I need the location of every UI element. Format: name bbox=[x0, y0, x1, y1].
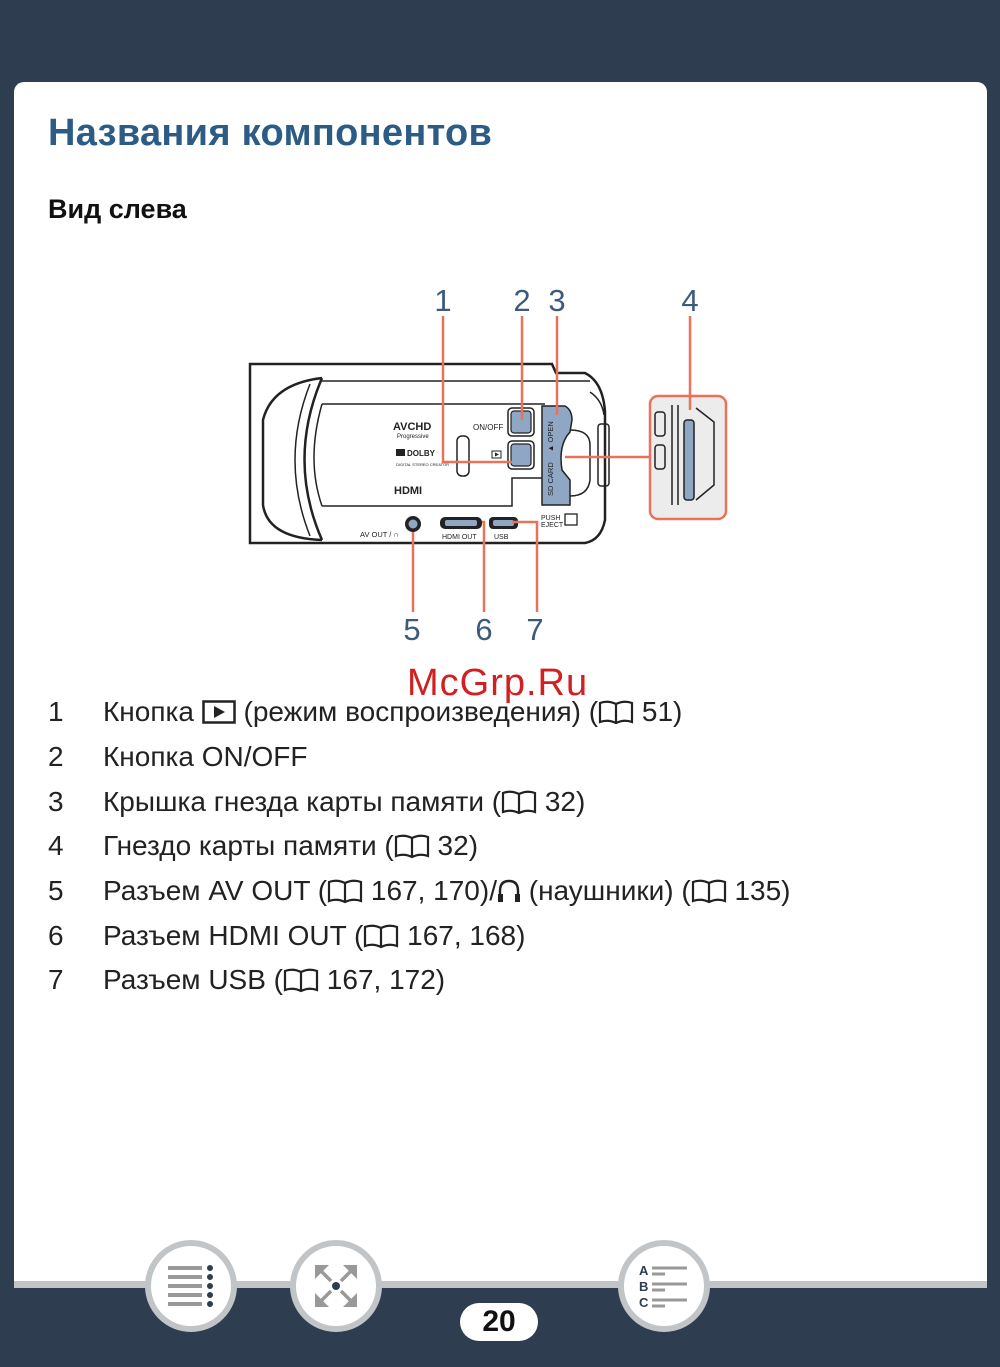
sd-slot-inset bbox=[648, 394, 728, 521]
list-item: 6 Разъем HDMI OUT ( 167, 168) bbox=[48, 913, 791, 958]
svg-text:A: A bbox=[639, 1263, 649, 1278]
sd-card-slot bbox=[683, 419, 695, 501]
camera-left-view-diagram: AVCHD Progressive DOLBY DIGITAL STEREO C… bbox=[248, 283, 728, 647]
book-icon[interactable] bbox=[501, 789, 537, 815]
page-card bbox=[14, 82, 987, 1288]
list-item: 5 Разъем AV OUT ( 167, 170)/ (наушники) … bbox=[48, 869, 791, 914]
page-reference[interactable]: 167, 172) bbox=[319, 964, 446, 996]
page-reference[interactable]: 51) bbox=[634, 696, 683, 728]
item-text: Разъем USB ( bbox=[103, 964, 284, 996]
av-out-jack-inner bbox=[408, 519, 418, 529]
svg-text:B: B bbox=[639, 1279, 648, 1294]
expand-arrows-icon bbox=[315, 1265, 357, 1307]
play-glyph bbox=[495, 452, 499, 457]
dolby-logo-mark bbox=[396, 449, 405, 456]
av-out-label: AV OUT / ∩ bbox=[360, 530, 399, 539]
item-text: Разъем HDMI OUT ( bbox=[103, 919, 364, 951]
sd-card-label: SD CARD bbox=[546, 462, 555, 496]
play-button-frame bbox=[507, 440, 535, 470]
dolby-sub-label: DIGITAL STEREO CREATOR bbox=[396, 462, 449, 467]
callout-3: 3 bbox=[548, 283, 565, 318]
callout-5: 5 bbox=[403, 612, 420, 647]
list-item: 4 Гнездо карты памяти ( 32) bbox=[48, 824, 791, 869]
callout-2: 2 bbox=[513, 283, 530, 318]
hdmi-out-label: HDMI OUT bbox=[442, 534, 477, 541]
hdmi-port-inner bbox=[445, 520, 477, 526]
usb-port-inner bbox=[493, 520, 514, 526]
item-number: 4 bbox=[48, 830, 64, 862]
play-mark bbox=[491, 450, 502, 459]
section-subtitle: Вид слева bbox=[48, 194, 187, 224]
book-icon[interactable] bbox=[327, 878, 363, 904]
page-reference[interactable]: 167, 170)/ bbox=[363, 875, 497, 907]
page-number: 20 bbox=[460, 1303, 538, 1341]
play-button bbox=[510, 443, 532, 467]
headphones-icon bbox=[497, 879, 520, 903]
item-number: 3 bbox=[48, 785, 64, 817]
page-title: Названия компонентов bbox=[48, 112, 493, 154]
page-reference[interactable]: 135) bbox=[726, 875, 791, 907]
parts-index-button[interactable] bbox=[290, 1240, 382, 1332]
dolby-logo: DOLBY bbox=[407, 449, 436, 458]
progressive-label: Progressive bbox=[397, 434, 429, 440]
component-list: 1 Кнопка (режим воспроизведения) ( 51) 2… bbox=[48, 690, 791, 1003]
avchd-logo: AVCHD bbox=[393, 421, 431, 433]
book-icon[interactable] bbox=[598, 699, 634, 725]
item-text: (режим воспроизведения) ( bbox=[235, 696, 599, 728]
list-icon bbox=[168, 1265, 213, 1307]
play-button-icon bbox=[201, 700, 236, 725]
camera-body bbox=[248, 362, 610, 545]
callout-1: 1 bbox=[434, 283, 451, 318]
list-item: 1 Кнопка (режим воспроизведения) ( 51) bbox=[48, 690, 791, 735]
item-number: 5 bbox=[48, 875, 64, 907]
page-reference[interactable]: 32) bbox=[429, 830, 479, 862]
item-number: 7 bbox=[48, 964, 64, 996]
usb-label: USB bbox=[494, 534, 509, 541]
push-label: PUSH bbox=[541, 515, 560, 522]
book-icon[interactable] bbox=[394, 833, 430, 859]
list-item: 3 Крышка гнезда карты памяти ( 32) bbox=[48, 779, 791, 824]
book-icon[interactable] bbox=[363, 923, 399, 949]
abc-index-icon: ABC bbox=[639, 1263, 687, 1309]
leader-lines bbox=[411, 316, 692, 612]
hdmi-logo: HDMI bbox=[394, 485, 422, 497]
page-reference[interactable]: 32) bbox=[537, 785, 586, 817]
open-label: ▲ OPEN bbox=[546, 421, 555, 452]
item-text: Кнопка bbox=[103, 696, 202, 728]
list-item: 2 Кнопка ON/OFF bbox=[48, 735, 791, 780]
svg-text:C: C bbox=[639, 1295, 649, 1309]
item-text: Разъем AV OUT ( bbox=[103, 875, 328, 907]
item-number: 2 bbox=[48, 741, 64, 773]
callout-6: 6 bbox=[475, 612, 492, 647]
eject-label: EJECT bbox=[541, 522, 564, 529]
book-icon[interactable] bbox=[691, 878, 727, 904]
item-text: Кнопка ON/OFF bbox=[103, 741, 308, 773]
sd-card-cover bbox=[541, 405, 573, 506]
bottom-divider bbox=[14, 1281, 987, 1288]
on-off-label: ON/OFF bbox=[473, 423, 503, 432]
item-text: Гнездо карты памяти ( bbox=[103, 830, 394, 862]
eject-icon bbox=[564, 513, 578, 526]
page-reference[interactable]: 167, 168) bbox=[399, 919, 526, 951]
item-text: (наушники) ( bbox=[520, 875, 691, 907]
item-number: 6 bbox=[48, 919, 64, 951]
item-text: Крышка гнезда карты памяти ( bbox=[103, 785, 502, 817]
book-icon[interactable] bbox=[283, 967, 319, 993]
list-item: 7 Разъем USB ( 167, 172) bbox=[48, 958, 791, 1003]
item-number: 1 bbox=[48, 696, 64, 728]
callout-7: 7 bbox=[526, 612, 543, 647]
callout-4: 4 bbox=[681, 283, 698, 318]
watermark: McGrp.Ru bbox=[407, 662, 589, 704]
table-of-contents-button[interactable] bbox=[145, 1240, 237, 1332]
